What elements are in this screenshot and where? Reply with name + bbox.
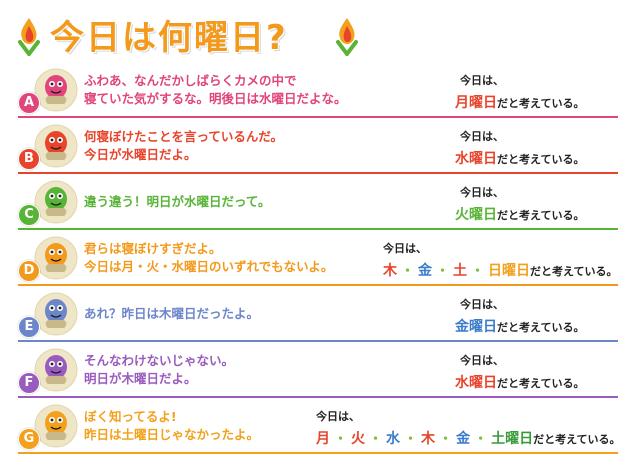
character-row-b: B 何寝ぼけたことを言っているんだ。今日が水曜日だよ。 今日は、水曜日だと考えている… xyxy=(18,122,618,174)
answer-prefix: 今日は、 xyxy=(460,130,504,143)
speech-line-2: 昨日は土曜日じゃなかったよ。 xyxy=(84,427,260,442)
character-badge: C xyxy=(18,204,40,226)
flame-left-icon xyxy=(18,18,40,56)
answer-suffix: だと考えている。 xyxy=(497,209,585,222)
answer-day: 水曜日 xyxy=(455,375,497,391)
row-divider xyxy=(18,172,618,174)
character-speech: ぼく知ってるよ! 昨日は土曜日じゃなかったよ。 xyxy=(84,408,259,444)
row-divider xyxy=(18,116,618,118)
character-row-c: C 違う違う！明日が水曜日だって。 今日は、火曜日だと考えている。 xyxy=(18,178,618,230)
answer-prefix: 今日は、 xyxy=(460,186,504,199)
character-badge: E xyxy=(18,316,40,338)
separator-dot: ・ xyxy=(436,264,450,279)
answer-day: 日曜日 xyxy=(488,263,531,279)
separator-dot: ・ xyxy=(401,264,415,279)
answer-suffix: だと考えている。 xyxy=(497,97,585,110)
speech-line-2: 今日が水曜日だよ。 xyxy=(84,147,197,162)
character-row-f: F そんなわけないじゃない。明日が木曜日だよ。 今日は、水曜日だと考えている。 xyxy=(18,346,618,398)
answer-text: 火曜日だと考えている。 xyxy=(455,204,584,224)
separator-dot: ・ xyxy=(474,432,488,447)
answer-day: 土曜日 xyxy=(491,431,534,447)
answer-day: 金 xyxy=(456,431,471,447)
speech-line-1: あれ？昨日は木曜日だったよ。 xyxy=(84,306,260,321)
answer-prefix: 今日は、 xyxy=(383,242,427,255)
character-badge: D xyxy=(18,260,40,282)
character-speech: あれ？昨日は木曜日だったよ。 xyxy=(84,305,259,323)
separator-dot: ・ xyxy=(334,432,348,447)
character-avatar-icon xyxy=(34,348,78,392)
speech-line-2: 今日は月・火・水曜日のいずれでもないよ。 xyxy=(84,259,334,274)
character-avatar-icon xyxy=(34,180,78,224)
speech-line-2: 明日が木曜日だよ。 xyxy=(84,371,197,386)
character-badge: B xyxy=(18,148,40,170)
character-speech: 何寝ぼけたことを言っているんだ。今日が水曜日だよ。 xyxy=(84,128,283,164)
answer-suffix: だと考えている。 xyxy=(530,265,618,278)
page-title: 今日は何曜日? xyxy=(50,18,288,58)
speech-line-1: 違う違う！明日が水曜日だって。 xyxy=(84,194,271,209)
character-badge: G xyxy=(18,428,40,450)
character-row-a: A ふわあ、なんだかしばらくカメの中で寝ていた気がするな。明後日は水曜日だよな。 今… xyxy=(18,66,618,118)
character-speech: 君らは寝ぼけすぎだよ。今日は月・火・水曜日のいずれでもないよ。 xyxy=(84,240,333,276)
character-avatar-icon xyxy=(34,292,78,336)
character-avatar-icon xyxy=(34,236,78,280)
answer-text: 水曜日だと考えている。 xyxy=(455,372,584,392)
answer-text: 金曜日だと考えている。 xyxy=(455,316,584,336)
answer-suffix: だと考えている。 xyxy=(497,153,585,166)
separator-dot: ・ xyxy=(369,432,383,447)
separator-dot: ・ xyxy=(471,264,485,279)
character-avatar-icon xyxy=(34,404,78,448)
character-badge: F xyxy=(18,372,40,394)
answer-prefix: 今日は、 xyxy=(460,74,504,87)
answer-text: 月曜日だと考えている。 xyxy=(455,92,584,112)
page-header: 今日は何曜日? xyxy=(0,6,372,62)
answer-day: 火曜日 xyxy=(455,207,497,223)
character-avatar-icon xyxy=(34,124,78,168)
answer-prefix: 今日は、 xyxy=(460,298,504,311)
flame-right-icon xyxy=(336,18,358,56)
answer-day: 木 xyxy=(383,263,397,279)
answer-day: 水曜日 xyxy=(455,151,497,167)
answer-prefix: 今日は、 xyxy=(316,410,360,423)
row-divider xyxy=(18,340,618,342)
answer-text: 月・火・水・木・金・土曜日だと考えている。 xyxy=(316,428,621,448)
speech-line-1: ぼく知ってるよ! xyxy=(84,409,177,424)
answer-day: 月曜日 xyxy=(455,95,497,111)
answer-suffix: だと考えている。 xyxy=(497,377,585,390)
character-speech: 違う違う！明日が水曜日だって。 xyxy=(84,193,271,211)
speech-line-1: そんなわけないじゃない。 xyxy=(84,353,235,368)
answer-text: 水曜日だと考えている。 xyxy=(455,148,584,168)
answer-day: 金曜日 xyxy=(455,319,497,335)
row-divider xyxy=(18,284,618,286)
row-divider xyxy=(18,228,618,230)
answer-suffix: だと考えている。 xyxy=(497,321,585,334)
character-badge: A xyxy=(18,92,40,114)
row-divider xyxy=(18,396,618,398)
answer-prefix: 今日は、 xyxy=(460,354,504,367)
speech-line-1: 何寝ぼけたことを言っているんだ。 xyxy=(84,129,284,144)
answer-day: 月 xyxy=(316,431,330,447)
answer-day: 木 xyxy=(421,431,436,447)
row-divider xyxy=(18,452,618,454)
character-speech: ふわあ、なんだかしばらくカメの中で寝ていた気がするな。明後日は水曜日だよな。 xyxy=(84,72,347,108)
answer-suffix: だと考えている。 xyxy=(533,433,621,446)
speech-line-2: 寝ていた気がするな。明後日は水曜日だよな。 xyxy=(84,91,347,106)
answer-text: 木・金・土・日曜日だと考えている。 xyxy=(383,260,618,280)
speech-line-1: ふわあ、なんだかしばらくカメの中で xyxy=(84,73,297,88)
character-row-e: E あれ？昨日は木曜日だったよ。 今日は、金曜日だと考えている。 xyxy=(18,290,618,342)
answer-day: 金 xyxy=(418,263,433,279)
character-avatar-icon xyxy=(34,68,78,112)
answer-day: 水 xyxy=(386,431,401,447)
separator-dot: ・ xyxy=(404,432,418,447)
separator-dot: ・ xyxy=(439,432,453,447)
answer-day: 土 xyxy=(453,263,468,279)
character-speech: そんなわけないじゃない。明日が木曜日だよ。 xyxy=(84,352,234,388)
speech-line-1: 君らは寝ぼけすぎだよ。 xyxy=(84,241,222,256)
answer-day: 火 xyxy=(351,431,366,447)
